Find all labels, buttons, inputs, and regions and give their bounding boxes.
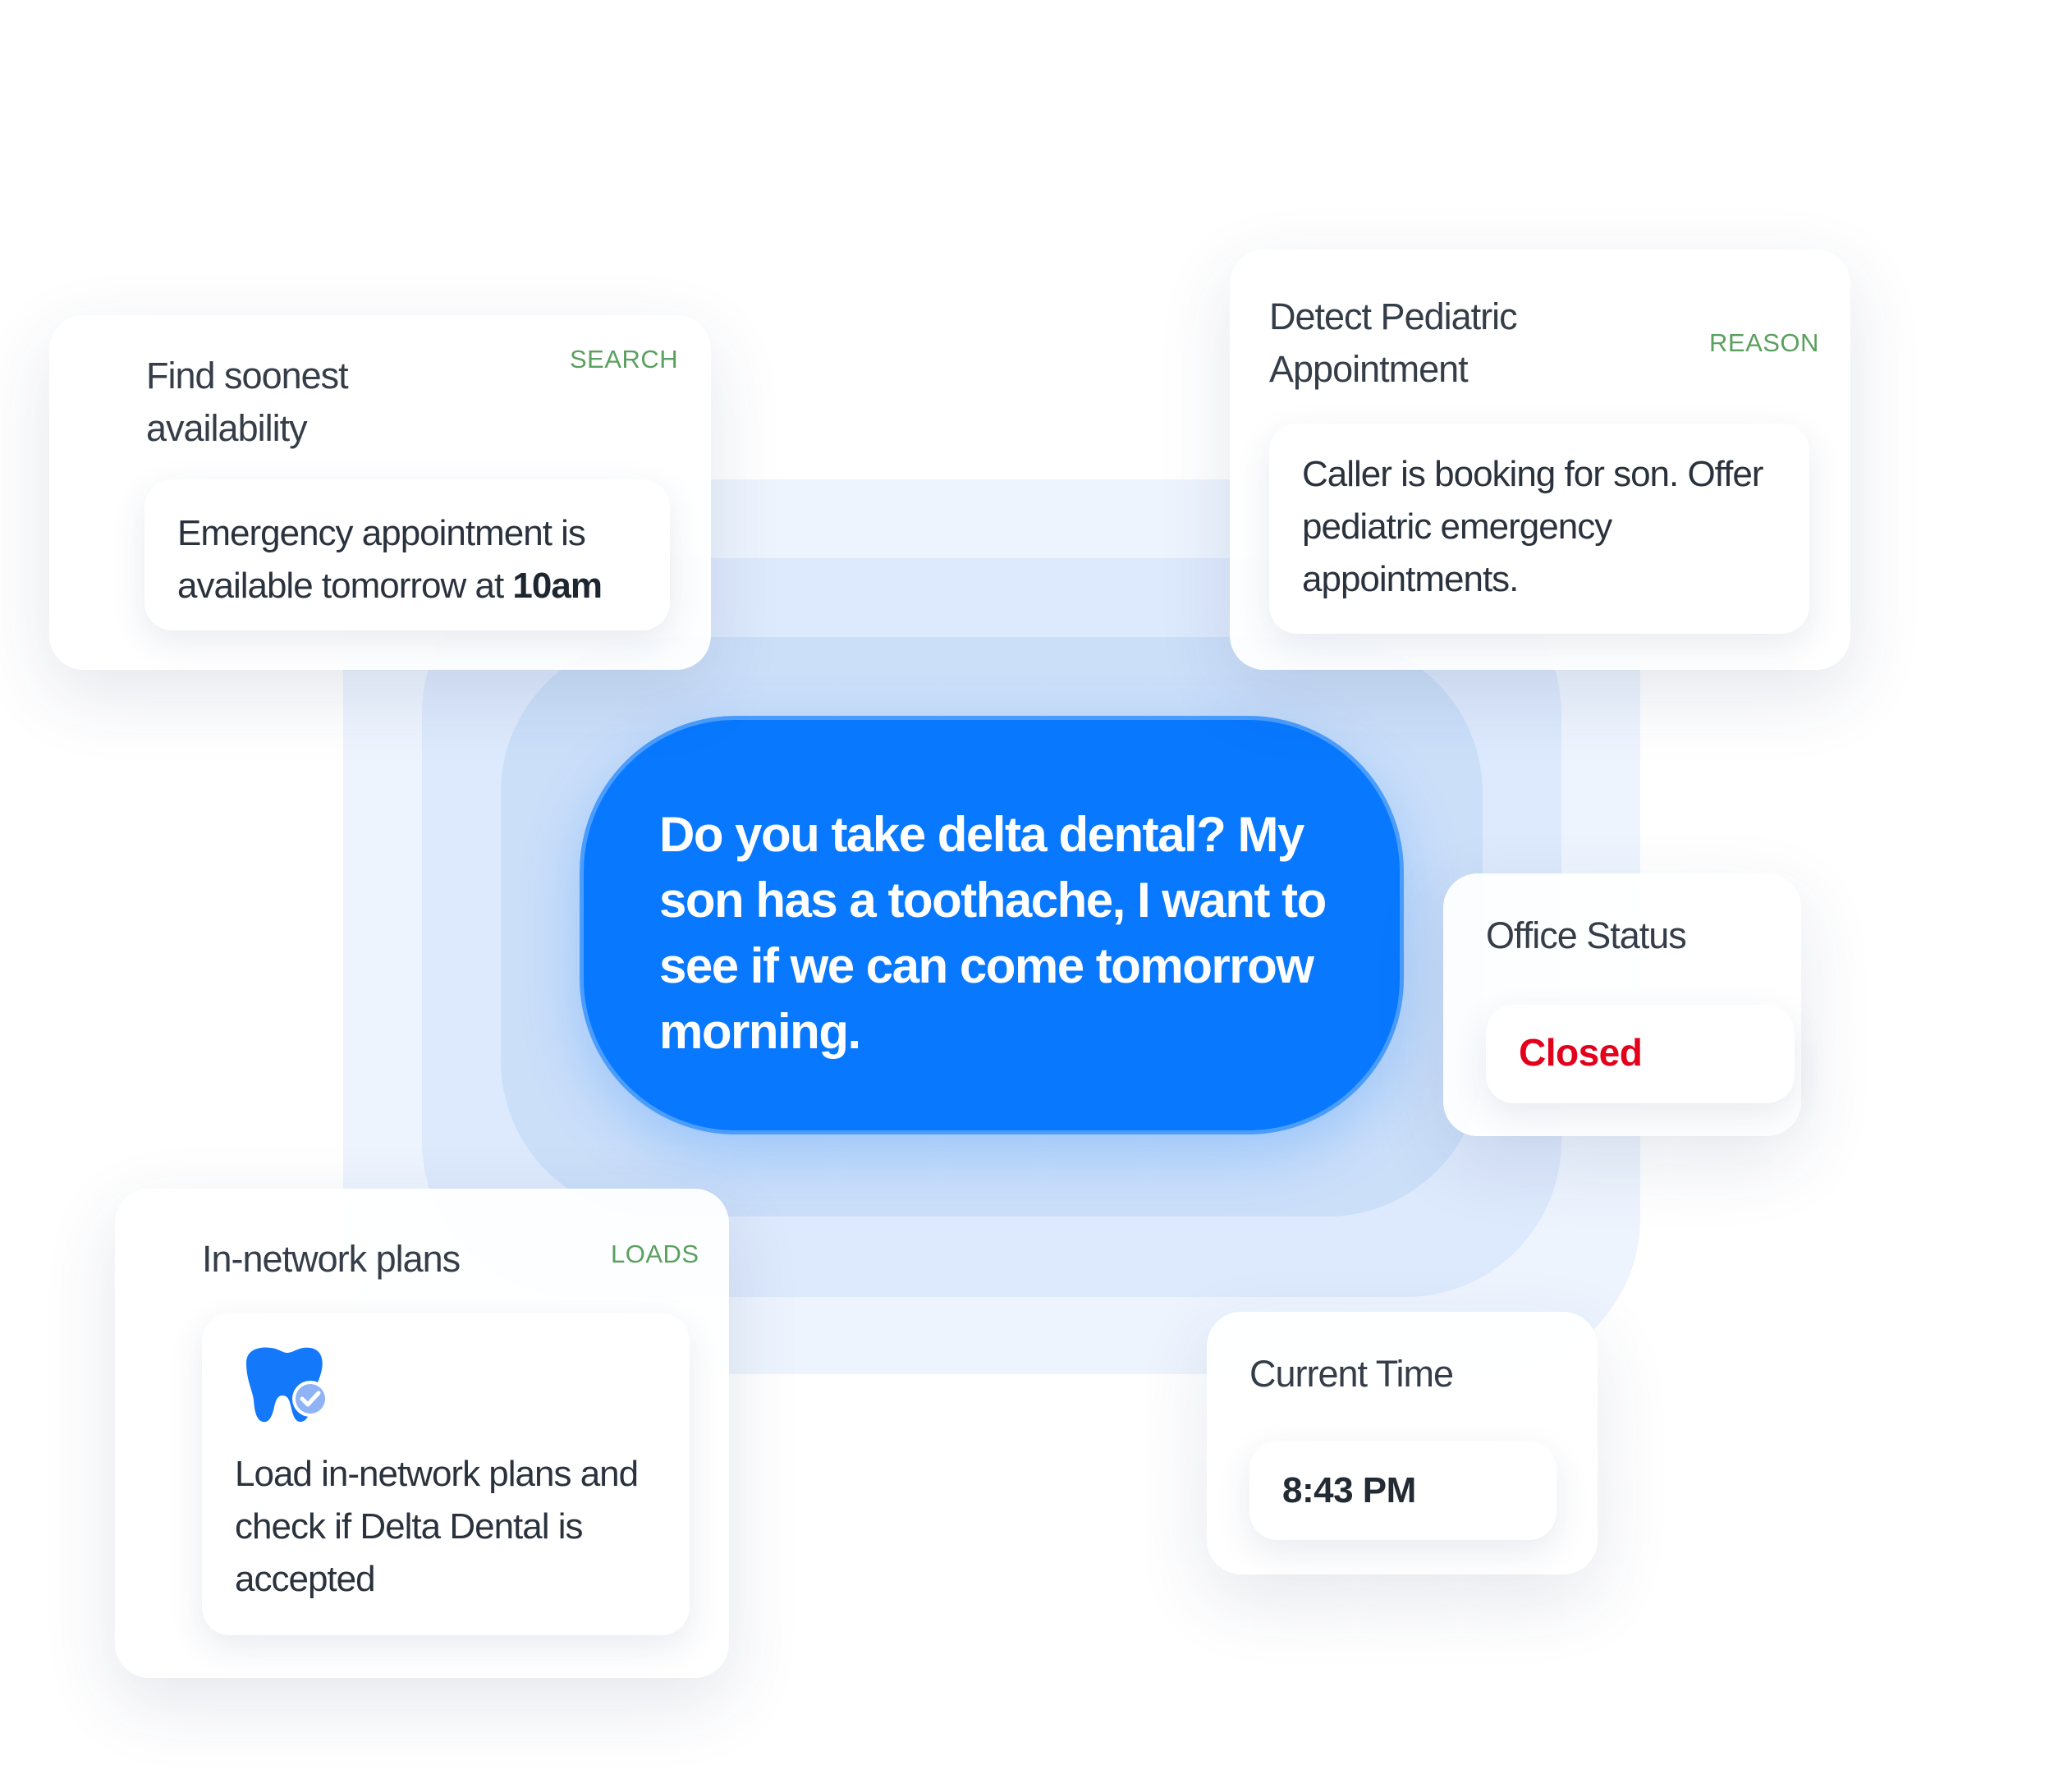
current-time-title: Current Time (1249, 1353, 1454, 1395)
search-result-time: 10am (512, 566, 603, 606)
loads-tag: LOADS (611, 1240, 699, 1268)
tooth-check-icon (246, 1347, 328, 1423)
reason-card-title: Detect Pediatric Appointment (1269, 296, 1518, 390)
search-card: Find soonest availability SEARCH Emergen… (49, 315, 711, 670)
search-result-box: Emergency appointment is available tomor… (144, 479, 670, 630)
plans-card-title: In-network plans (202, 1238, 461, 1280)
search-result-prefix: Emergency appointment is available tomor… (177, 513, 586, 606)
current-time-value: 8:43 PM (1282, 1470, 1416, 1510)
office-status-box: Closed (1486, 1005, 1795, 1103)
search-tag: SEARCH (570, 345, 679, 374)
caller-message-bubble: Do you take delta dental? My son has a t… (580, 716, 1404, 1134)
search-result-text: Emergency appointment is available tomor… (177, 507, 653, 612)
plans-result-box: Load in-network plans and check if Delta… (202, 1313, 690, 1635)
reason-result-box: Caller is booking for son. Offer pediatr… (1269, 424, 1809, 634)
office-status-value: Closed (1519, 1031, 1643, 1074)
plans-result-text: Load in-network plans and check if Delta… (235, 1454, 639, 1599)
current-time-card: Current Time 8:43 PM (1207, 1312, 1598, 1574)
office-status-title: Office Status (1486, 914, 1687, 956)
reason-tag: REASON (1709, 328, 1819, 357)
plans-card: In-network plans LOADS Load in-network p… (115, 1189, 729, 1678)
reason-card: Detect Pediatric Appointment REASON Call… (1230, 250, 1850, 670)
current-time-box: 8:43 PM (1249, 1441, 1557, 1540)
reason-result-text: Caller is booking for son. Offer pediatr… (1302, 454, 1763, 599)
search-card-title: Find soonest availability (146, 355, 349, 449)
caller-message-text: Do you take delta dental? My son has a t… (659, 807, 1327, 1059)
office-status-card: Office Status Closed (1443, 873, 1801, 1136)
